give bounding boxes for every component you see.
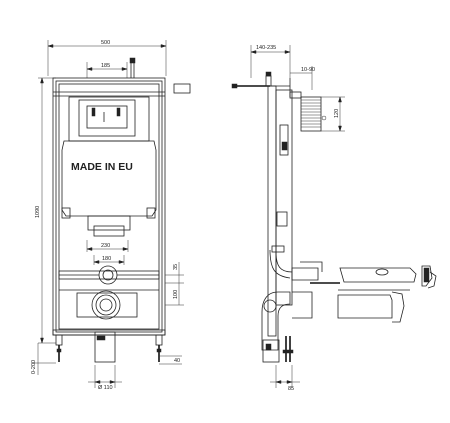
dimension-230-180: 230 180 (86, 240, 129, 265)
dimension-100: 100 (165, 283, 184, 306)
dim-110-label: Ø 110 (98, 385, 113, 391)
dim-100-label: 100 (173, 290, 179, 299)
dim-width-label: 500 (101, 40, 110, 46)
front-view: 500 185 1090 (31, 40, 191, 391)
dim-0-200-label: 0-200 (31, 360, 37, 374)
side-view: 140-235 10-90 (231, 45, 437, 392)
dimension-85: 85 (270, 365, 300, 392)
dimension-35: 35 (165, 262, 184, 284)
dim-10-90-label: 10-90 (301, 67, 315, 73)
dim-120-label: 120 (334, 109, 340, 118)
dim-140-235-label: 140-235 (256, 45, 276, 51)
dimension-0-200: 0-200 (31, 343, 56, 375)
dim-top-label: 185 (101, 63, 110, 69)
made-in-eu-stamp: MADE IN EU (71, 161, 133, 173)
toilet-pan (291, 261, 437, 323)
dim-35-label: 35 (173, 264, 179, 270)
dim-230-label: 230 (101, 243, 110, 249)
dimension-height: 1090 (35, 77, 56, 344)
flush-plate-area (68, 96, 150, 142)
dim-85-label: 85 (288, 386, 294, 392)
dimension-140-235: 140-235 (250, 45, 291, 78)
dimension-120: 120 (321, 96, 345, 132)
dimension-width: 500 (47, 40, 167, 76)
dim-180-label: 180 (102, 256, 111, 262)
actuator-panel (300, 96, 322, 132)
dim-height-label: 1090 (35, 206, 41, 218)
dimension-40: 40 (159, 355, 182, 365)
dimension-top-185: 185 (86, 62, 128, 78)
dimension-diameter-110: Ø 110 (88, 365, 122, 391)
dimension-10-90: 10-90 (290, 66, 315, 90)
dim-40-label: 40 (174, 358, 180, 364)
